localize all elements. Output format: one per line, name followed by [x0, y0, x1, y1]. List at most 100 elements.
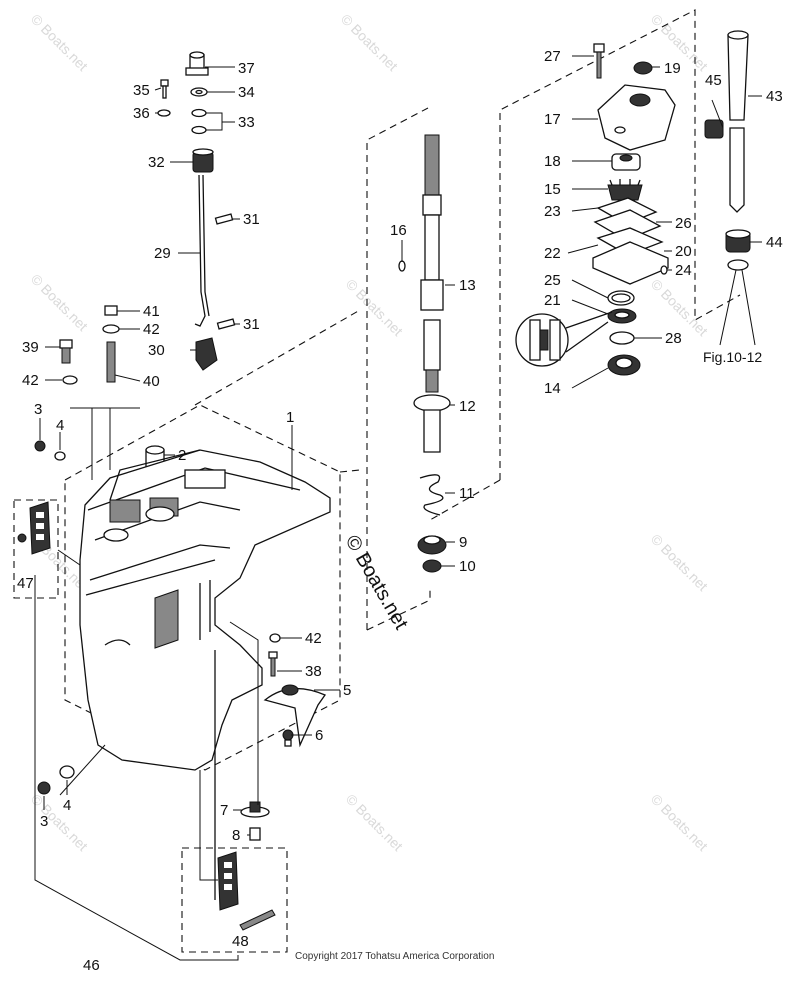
label-part-38: 38	[305, 663, 322, 680]
part-17-pump-case	[597, 84, 676, 151]
label-part-19: 19	[664, 60, 681, 77]
label-part-21: 21	[544, 292, 561, 309]
part-30-block	[195, 337, 218, 371]
part-3-bolt-b	[37, 781, 51, 795]
seal-detail-inset	[515, 311, 613, 367]
part-15-impeller	[607, 179, 643, 201]
watermark: © Boats.net	[338, 11, 401, 74]
part-16-key	[398, 260, 406, 272]
label-part-42b: 42	[22, 372, 39, 389]
part-42-washer-b	[62, 375, 78, 385]
label-part-28: 28	[665, 330, 682, 347]
label-part-10: 10	[459, 558, 476, 575]
label-part-35: 35	[133, 82, 150, 99]
label-part-18: 18	[544, 153, 561, 170]
label-part-46: 46	[83, 957, 100, 974]
label-part-12: 12	[459, 398, 476, 415]
part-33-washers	[191, 108, 207, 135]
label-part-30: 30	[148, 342, 165, 359]
label-part-23: 23	[544, 203, 561, 220]
label-part-32: 32	[148, 154, 165, 171]
label-part-48: 48	[232, 933, 249, 950]
part-37-bushing	[185, 51, 209, 76]
label-part-39: 39	[22, 339, 39, 356]
watermark: © Boats.net	[28, 271, 91, 334]
part-42-washer-a	[102, 324, 120, 334]
label-part-11: 11	[459, 485, 475, 502]
watermark: © Boats.net	[343, 791, 406, 854]
label-part-22: 22	[544, 245, 561, 262]
part-36-washer	[157, 109, 171, 117]
label-part-4a: 4	[56, 417, 64, 434]
label-part-47: 47	[17, 575, 34, 592]
label-part-7: 7	[220, 802, 228, 819]
watermark: © Boats.net	[28, 791, 91, 854]
lower-casing	[79, 449, 331, 900]
label-part-40: 40	[143, 373, 160, 390]
dashed-guides	[13, 9, 741, 953]
part-48-anode	[217, 851, 276, 931]
part-3-bolt-a	[34, 440, 46, 452]
part-27-bolt	[593, 43, 605, 79]
leader-lines	[34, 55, 762, 961]
part-42-washer-c	[269, 633, 281, 643]
figure-reference: Fig.10-12	[703, 349, 762, 365]
label-part-41: 41	[143, 303, 160, 320]
copyright-notice: Copyright 2017 Tohatsu America Corporati…	[295, 951, 494, 962]
part-41-nut	[104, 305, 118, 316]
label-part-5: 5	[343, 682, 351, 699]
part-12-bearing-housing	[413, 394, 451, 453]
label-part-6: 6	[315, 727, 323, 744]
label-part-17: 17	[544, 111, 561, 128]
fig-ref-clip	[727, 259, 749, 271]
label-part-15: 15	[544, 181, 561, 198]
part-5-trim-tab	[263, 684, 326, 748]
label-part-16: 16	[390, 222, 407, 239]
label-part-42c: 42	[305, 630, 322, 647]
watermark: © Boats.net	[648, 791, 711, 854]
label-part-34: 34	[238, 84, 255, 101]
label-part-45: 45	[705, 72, 722, 89]
label-part-44: 44	[766, 234, 783, 251]
part-19-grommet	[633, 61, 653, 75]
part-9-pinion	[417, 535, 447, 555]
label-part-37: 37	[238, 60, 255, 77]
part-7-plug	[240, 801, 270, 818]
label-part-36: 36	[133, 105, 150, 122]
part-8-screw	[249, 827, 261, 841]
label-part-9: 9	[459, 534, 467, 551]
watermark: © Boats.net	[28, 11, 91, 74]
part-39-bolt	[59, 339, 73, 364]
label-part-33: 33	[238, 114, 255, 131]
label-part-8: 8	[232, 827, 240, 844]
part-38-bolt	[268, 651, 278, 677]
label-part-1: 1	[286, 409, 294, 426]
part-11-spring	[419, 474, 444, 516]
label-part-26: 26	[675, 215, 692, 232]
part-labels: 37 34 35 36 33 32 31 29 31 41 42 39 30 4…	[17, 48, 783, 974]
part-21-seal	[607, 308, 637, 324]
label-part-20: 20	[675, 243, 692, 260]
label-part-25: 25	[544, 272, 561, 289]
part-4-washer-b	[59, 765, 75, 779]
part-13-drive-shaft	[420, 134, 444, 393]
label-part-43: 43	[766, 88, 783, 105]
part-20-pump-base	[592, 241, 669, 285]
label-part-13: 13	[459, 277, 476, 294]
watermark: © Boats.net	[648, 531, 711, 594]
part-31-pin-lower	[216, 318, 236, 330]
part-45-grommet	[704, 119, 724, 139]
watermark: © Boats.net	[343, 276, 406, 339]
part-31-pin-upper	[214, 213, 234, 225]
part-44-grommet	[725, 229, 751, 253]
label-part-27: 27	[544, 48, 561, 65]
part-6-bolt	[282, 729, 294, 747]
label-part-31a: 31	[243, 211, 260, 228]
label-part-4b: 4	[63, 797, 71, 814]
part-14-bearing	[607, 354, 641, 376]
label-part-42a: 42	[143, 321, 160, 338]
label-part-31b: 31	[243, 316, 260, 333]
label-part-2: 2	[178, 447, 186, 464]
